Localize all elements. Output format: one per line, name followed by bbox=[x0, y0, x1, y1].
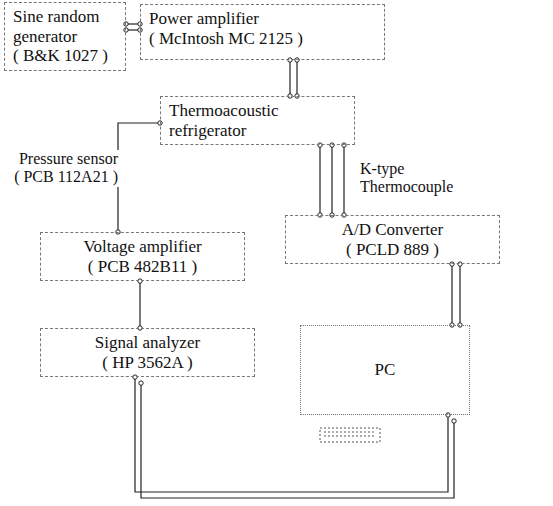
signal-wire bbox=[139, 281, 140, 328]
equipment-box: A/D Converter ( PCLD 889 ) bbox=[285, 215, 500, 264]
node-label: Signal analyzer ( HP 3562A ) bbox=[49, 333, 246, 372]
terminal bbox=[450, 262, 454, 266]
equipment-box: Thermoacoustic refrigerator bbox=[160, 96, 355, 145]
wire bbox=[459, 264, 460, 325]
wire bbox=[296, 60, 297, 96]
terminal bbox=[318, 143, 322, 147]
computer-box: PC bbox=[300, 325, 470, 415]
node-label: Power amplifier ( McIntosh MC 2125 ) bbox=[149, 9, 376, 48]
node-label: PC bbox=[375, 360, 396, 380]
signal-wire bbox=[289, 60, 290, 96]
equipment-box: Sine random generator ( B&K 1027 ) bbox=[4, 2, 126, 71]
equipment-box: Signal analyzer ( HP 3562A ) bbox=[40, 328, 255, 377]
signal-wire bbox=[135, 377, 448, 492]
terminal bbox=[330, 143, 334, 147]
terminal bbox=[452, 419, 456, 423]
terminal bbox=[138, 279, 142, 283]
signal-wire bbox=[451, 264, 452, 325]
node-label: Voltage amplifier ( PCB 482B11 ) bbox=[49, 237, 236, 276]
node-label: Sine random generator ( B&K 1027 ) bbox=[13, 7, 117, 66]
keyboard-symbol bbox=[320, 428, 380, 442]
terminal bbox=[458, 262, 462, 266]
terminal bbox=[295, 58, 299, 62]
equipment-box: Voltage amplifier ( PCB 482B11 ) bbox=[40, 232, 245, 281]
signal-wire bbox=[319, 145, 320, 215]
terminal bbox=[446, 413, 450, 417]
sensor-label: Pressure sensor ( PCB 112A21 ) bbox=[2, 150, 120, 187]
terminal bbox=[133, 375, 137, 379]
equipment-box: Power amplifier ( McIntosh MC 2125 ) bbox=[140, 4, 385, 60]
terminal bbox=[124, 22, 128, 26]
signal-wire bbox=[118, 123, 160, 232]
terminal bbox=[288, 58, 292, 62]
wire bbox=[343, 145, 344, 215]
wire bbox=[331, 145, 332, 215]
terminal bbox=[342, 143, 346, 147]
wire bbox=[141, 383, 454, 498]
terminal bbox=[139, 381, 143, 385]
terminal bbox=[124, 28, 128, 32]
node-label: Thermoacoustic refrigerator bbox=[169, 101, 346, 140]
thermocouple-label: K-type Thermocouple bbox=[358, 160, 502, 197]
node-label: A/D Converter ( PCLD 889 ) bbox=[294, 220, 491, 259]
